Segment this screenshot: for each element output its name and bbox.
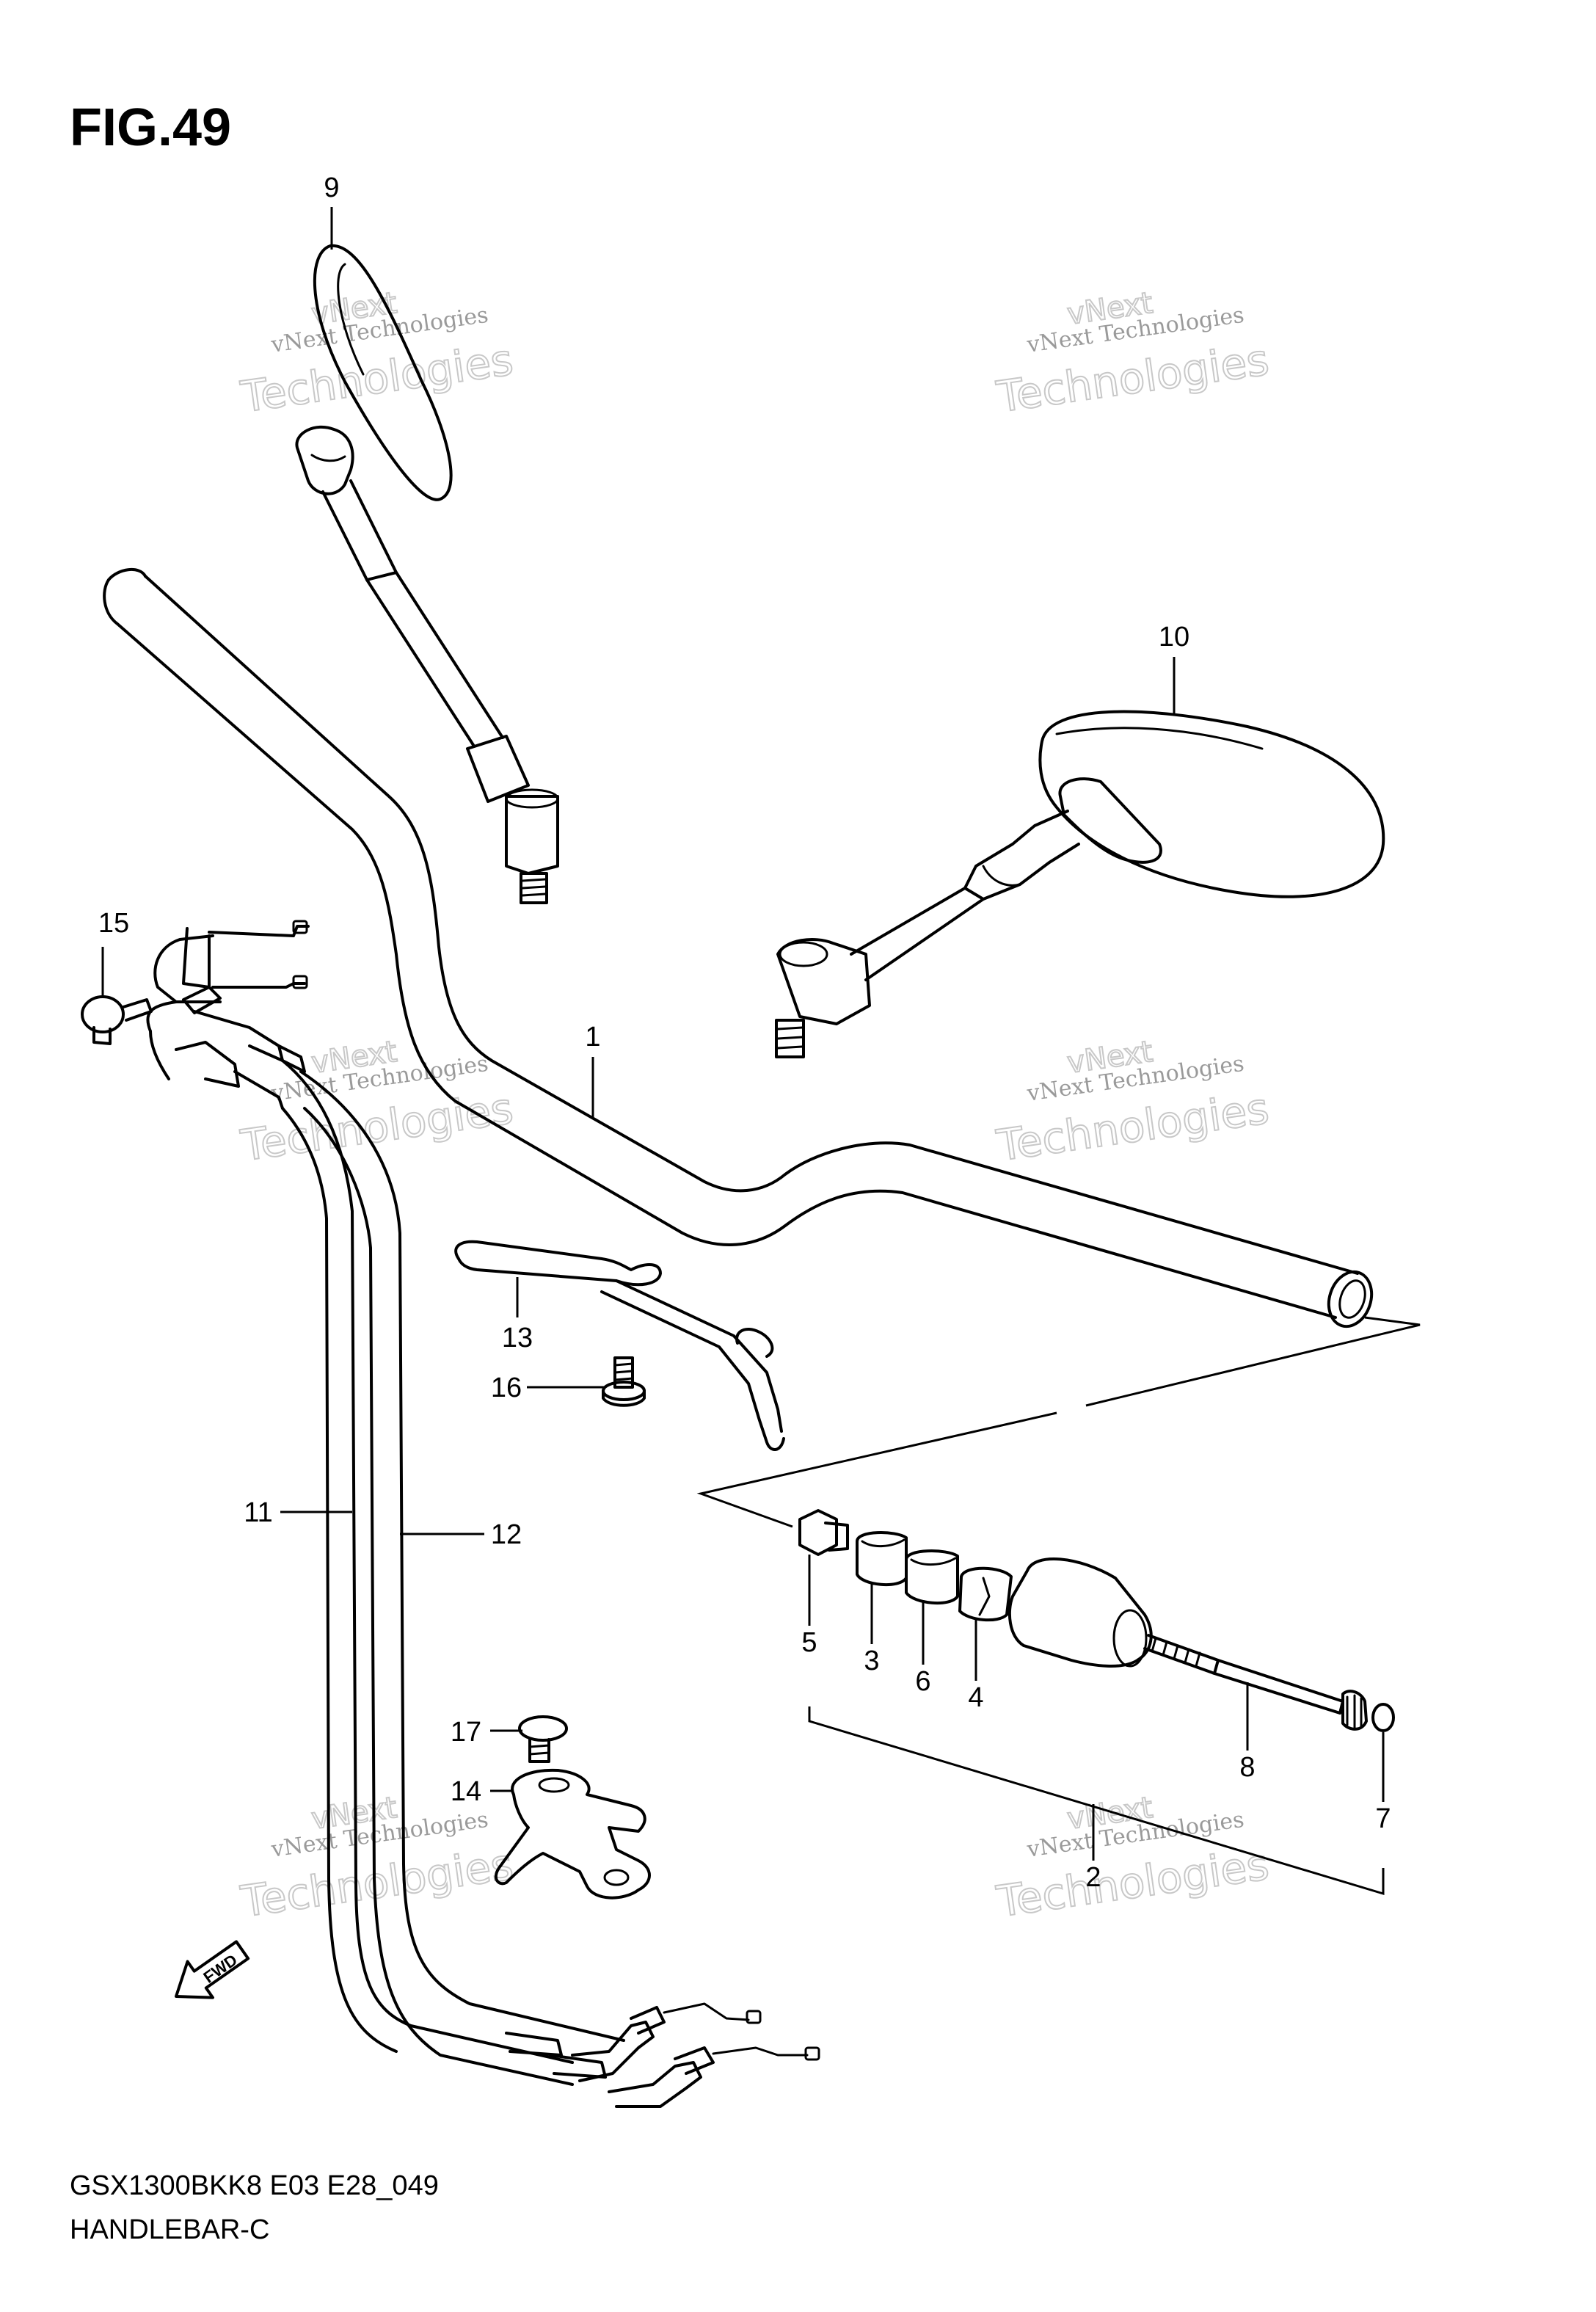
callout-16: 16 — [491, 1373, 522, 1403]
callout-10: 10 — [1159, 622, 1189, 652]
callout-7: 7 — [1375, 1803, 1391, 1834]
callout-4: 4 — [968, 1682, 983, 1713]
bar-end-assembly — [798, 1509, 1395, 1732]
mirror-right — [775, 710, 1385, 1058]
handlebar — [103, 567, 1374, 1328]
watermark-6: vNext vNext Technologies Technologies — [993, 1790, 1272, 1927]
screw-16 — [602, 1356, 646, 1407]
callout-14: 14 — [451, 1776, 481, 1807]
figure-title: FIG.49 — [70, 98, 231, 157]
watermark-1: vNext vNext Technologies Technologies — [237, 286, 517, 423]
callout-17: 17 — [451, 1717, 481, 1748]
screw-17 — [518, 1715, 568, 1763]
watermark-2: vNext vNext Technologies Technologies — [993, 286, 1272, 423]
watermark-group: vNext vNext Technologies Technologies vN… — [237, 286, 1272, 1927]
fwd-direction-marker: FWD — [175, 1940, 250, 1999]
callout-13: 13 — [502, 1323, 533, 1353]
callout-11: 11 — [244, 1497, 272, 1528]
callout-3: 3 — [864, 1646, 879, 1676]
callout-8: 8 — [1239, 1752, 1255, 1783]
leader-lines — [101, 207, 1385, 1896]
callout-12: 12 — [491, 1519, 522, 1550]
throttle-cables — [146, 920, 820, 2108]
wire-clamp — [454, 1240, 785, 1451]
callout-15: 15 — [98, 908, 129, 939]
fwd-label: FWD — [200, 1951, 241, 1987]
mirror-left — [295, 244, 559, 904]
callout-numbers: 9 10 1 15 13 16 11 12 5 3 6 4 8 7 2 17 1… — [98, 172, 1391, 1893]
cable-bracket — [494, 1768, 651, 1900]
callout-9: 9 — [324, 172, 339, 203]
callout-6: 6 — [915, 1666, 930, 1697]
screw-15 — [81, 995, 153, 1045]
callout-2: 2 — [1085, 1862, 1101, 1893]
assembly-outline — [696, 1316, 1421, 1528]
section-name: HANDLEBAR-C — [70, 2214, 269, 2245]
callout-1: 1 — [585, 1022, 600, 1053]
callout-5: 5 — [801, 1627, 817, 1658]
watermark-4: vNext vNext Technologies Technologies — [993, 1034, 1272, 1171]
model-code: GSX1300BKK8 E03 E28_049 — [70, 2170, 439, 2201]
